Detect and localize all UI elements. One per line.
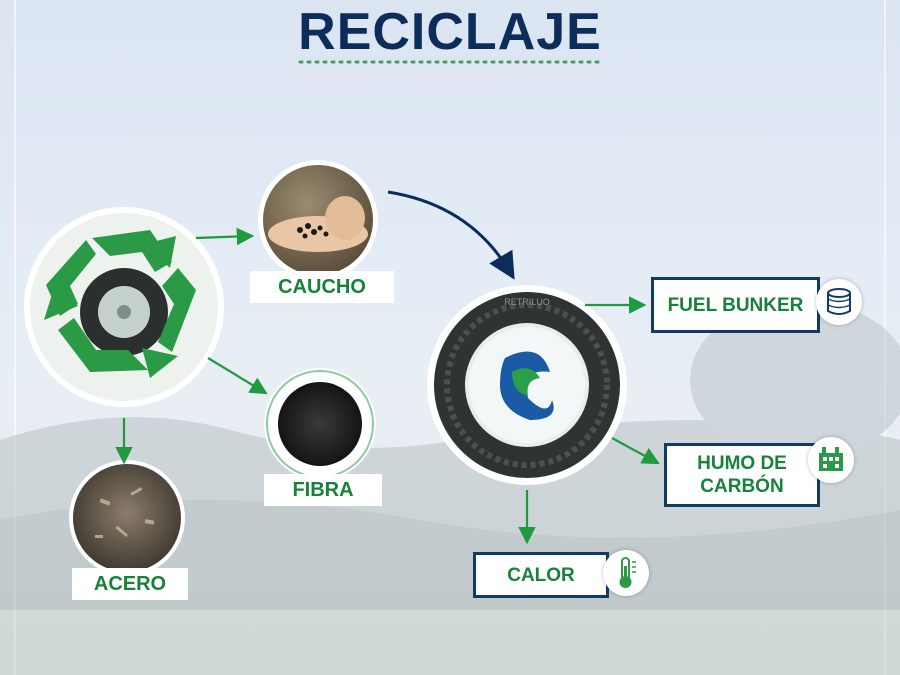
page-title: RECICLAJE [298, 3, 602, 61]
arrow-to-fibra [207, 357, 268, 395]
caucho-label: CAUCHO [250, 271, 394, 303]
arrows [115, 190, 660, 545]
fibra-label: FIBRA [264, 474, 382, 506]
central-tire [427, 285, 627, 485]
humo-label-line1: HUMO DE [697, 453, 787, 474]
thermometer-icon [603, 550, 649, 596]
calor-label: CALOR [507, 564, 575, 586]
calor-box: CALOR [473, 552, 609, 598]
recycle-icon [44, 230, 196, 378]
arrow-to-caucho [195, 227, 255, 246]
acero-image [69, 460, 185, 576]
arrow-to-humo [611, 437, 660, 465]
acero-label: ACERO [72, 568, 188, 600]
humo-carbon-box: HUMO DE CARBÓN [664, 443, 820, 507]
fibra-image [264, 368, 376, 480]
humo-label-line2: CARBÓN [700, 476, 784, 497]
fuel-bunker-box: FUEL BUNKER [651, 277, 820, 333]
factory-icon [808, 437, 854, 483]
fuel-bunker-label: FUEL BUNKER [667, 294, 804, 316]
arrow-to-tire [387, 190, 515, 280]
caucho-image [258, 160, 378, 280]
tire-brand-text: RETRILUO [504, 297, 550, 307]
barrels-icon [816, 279, 862, 325]
